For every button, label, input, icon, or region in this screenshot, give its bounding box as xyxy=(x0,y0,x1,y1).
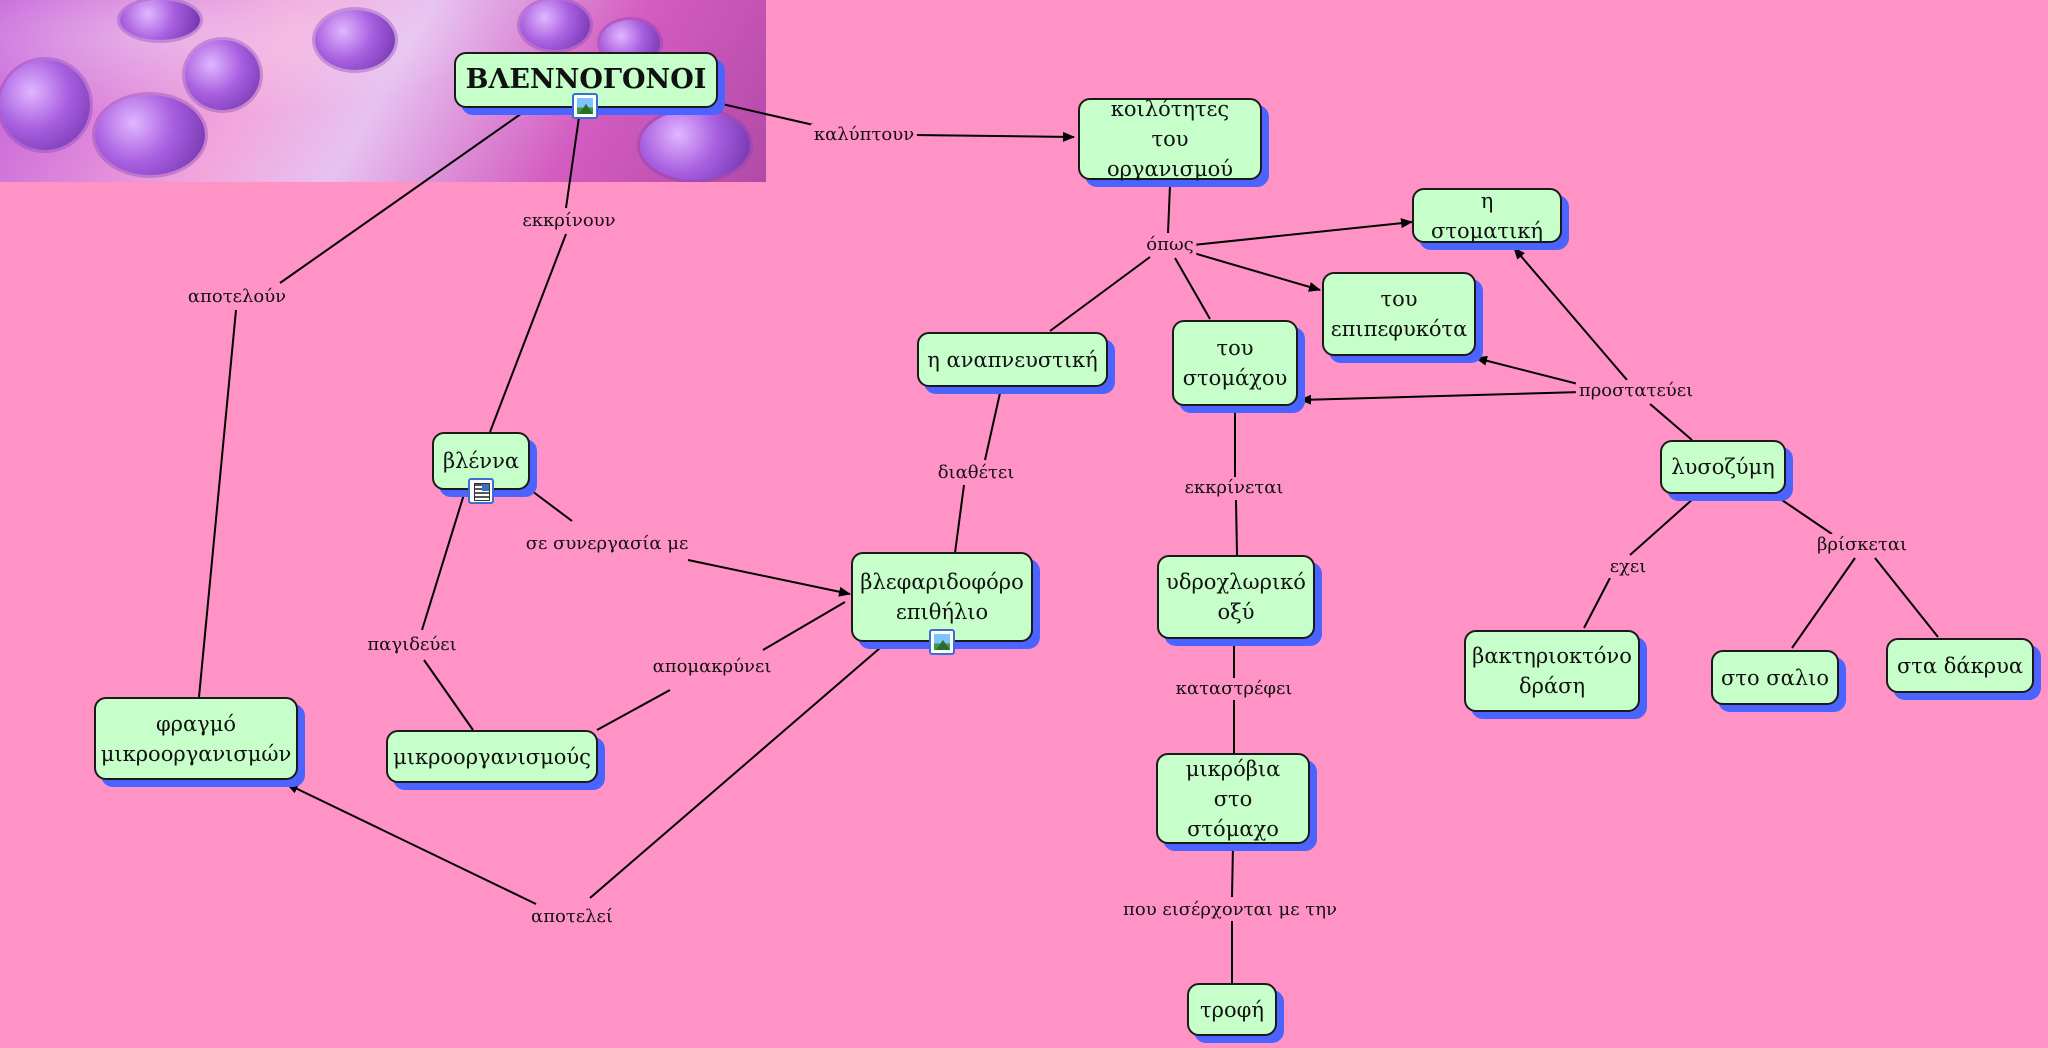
virus-particle xyxy=(0,60,90,150)
node-lysozymi[interactable]: λυσοζύμη xyxy=(1660,440,1786,494)
link-line xyxy=(1049,256,1151,332)
link-line xyxy=(596,689,671,731)
link-line xyxy=(1299,391,1583,405)
image-attachment-icon[interactable] xyxy=(572,93,598,119)
link-label-katastrefei: καταστρέφει xyxy=(1172,678,1296,700)
node-salio[interactable]: στο σαλιο xyxy=(1711,650,1839,705)
link-label-exei: εχει xyxy=(1606,556,1650,578)
link-line xyxy=(531,490,573,522)
link-label-vrisketai: βρίσκεται xyxy=(1813,534,1911,556)
virus-particle xyxy=(120,0,200,40)
node-label: στο σαλιο xyxy=(1721,665,1829,690)
document-attachment-icon[interactable] xyxy=(468,478,494,504)
virus-particle xyxy=(315,10,395,70)
link-line xyxy=(489,233,567,433)
link-line xyxy=(1778,497,1833,535)
node-stomatiki[interactable]: η στοματική xyxy=(1412,188,1562,243)
link-line xyxy=(1583,577,1611,629)
virus-particle xyxy=(520,0,590,50)
link-line xyxy=(721,103,819,127)
node-anapneustiki[interactable]: η αναπνευστική xyxy=(917,332,1108,387)
link-line xyxy=(279,110,526,284)
link-line xyxy=(984,392,1001,461)
link-label-opos: όπως xyxy=(1143,234,1197,256)
link-line xyxy=(1513,247,1628,381)
link-line xyxy=(198,309,237,698)
link-line xyxy=(1192,218,1413,246)
link-line xyxy=(421,490,466,631)
link-line xyxy=(286,783,537,905)
virus-particle xyxy=(95,95,205,175)
link-line xyxy=(762,601,846,651)
node-label: στα δάκρυα xyxy=(1896,653,2024,678)
node-label: η αναπνευστική xyxy=(927,347,1098,372)
node-trofi[interactable]: τροφή xyxy=(1187,983,1277,1036)
link-line xyxy=(1475,355,1583,386)
node-mikroorganismous[interactable]: μικροοργανισμούς xyxy=(386,730,598,783)
link-line xyxy=(1874,557,1939,638)
link-label-ekkrinoun: εκκρίνουν xyxy=(519,210,619,232)
node-label: μικροοργανισμούς xyxy=(393,744,591,769)
node-label: λυσοζύμη xyxy=(1671,455,1775,479)
link-line xyxy=(1791,557,1856,649)
link-label-apotelei: αποτελεί xyxy=(528,906,616,928)
virus-particle xyxy=(640,110,750,180)
link-line xyxy=(1174,257,1211,320)
link-label-ekkrinetai: εκκρίνεται xyxy=(1181,477,1287,499)
node-dakrya[interactable]: στα δάκρυα xyxy=(1886,638,2034,693)
link-label-apomakrynei: απομακρύνει xyxy=(649,656,775,678)
link-label-diathetei: διαθέτει xyxy=(934,462,1018,484)
node-label: βλέννα xyxy=(442,449,520,473)
virus-particle xyxy=(185,40,260,110)
image-attachment-icon[interactable] xyxy=(929,629,955,655)
link-line xyxy=(954,484,965,554)
node-label: τροφή xyxy=(1200,997,1264,1022)
link-line xyxy=(589,647,881,899)
link-line xyxy=(912,131,1075,142)
link-line xyxy=(1235,499,1238,556)
link-line xyxy=(687,559,851,597)
link-label-kalyptoun: καλύπτουν xyxy=(810,124,918,146)
node-label: ΒΛΕΝΝΟΓΟΝΟΙ xyxy=(465,64,707,95)
link-label-eiserxontai: που εισέρχονται με την xyxy=(1120,899,1340,921)
link-line xyxy=(1629,497,1695,556)
link-line xyxy=(1189,251,1321,292)
link-label-synergasia: σε συνεργασία με xyxy=(522,533,692,555)
link-line xyxy=(1231,844,1234,898)
link-line xyxy=(1649,403,1693,441)
link-line xyxy=(1167,184,1171,234)
link-label-pagideuei: παγιδεύει xyxy=(364,634,460,656)
link-line xyxy=(565,109,581,209)
link-line xyxy=(423,659,474,731)
link-label-apoteloun: αποτελούν xyxy=(184,286,290,308)
link-label-prostateuei: προστατεύει xyxy=(1575,380,1697,402)
node-label: η στοματική xyxy=(1431,188,1543,243)
